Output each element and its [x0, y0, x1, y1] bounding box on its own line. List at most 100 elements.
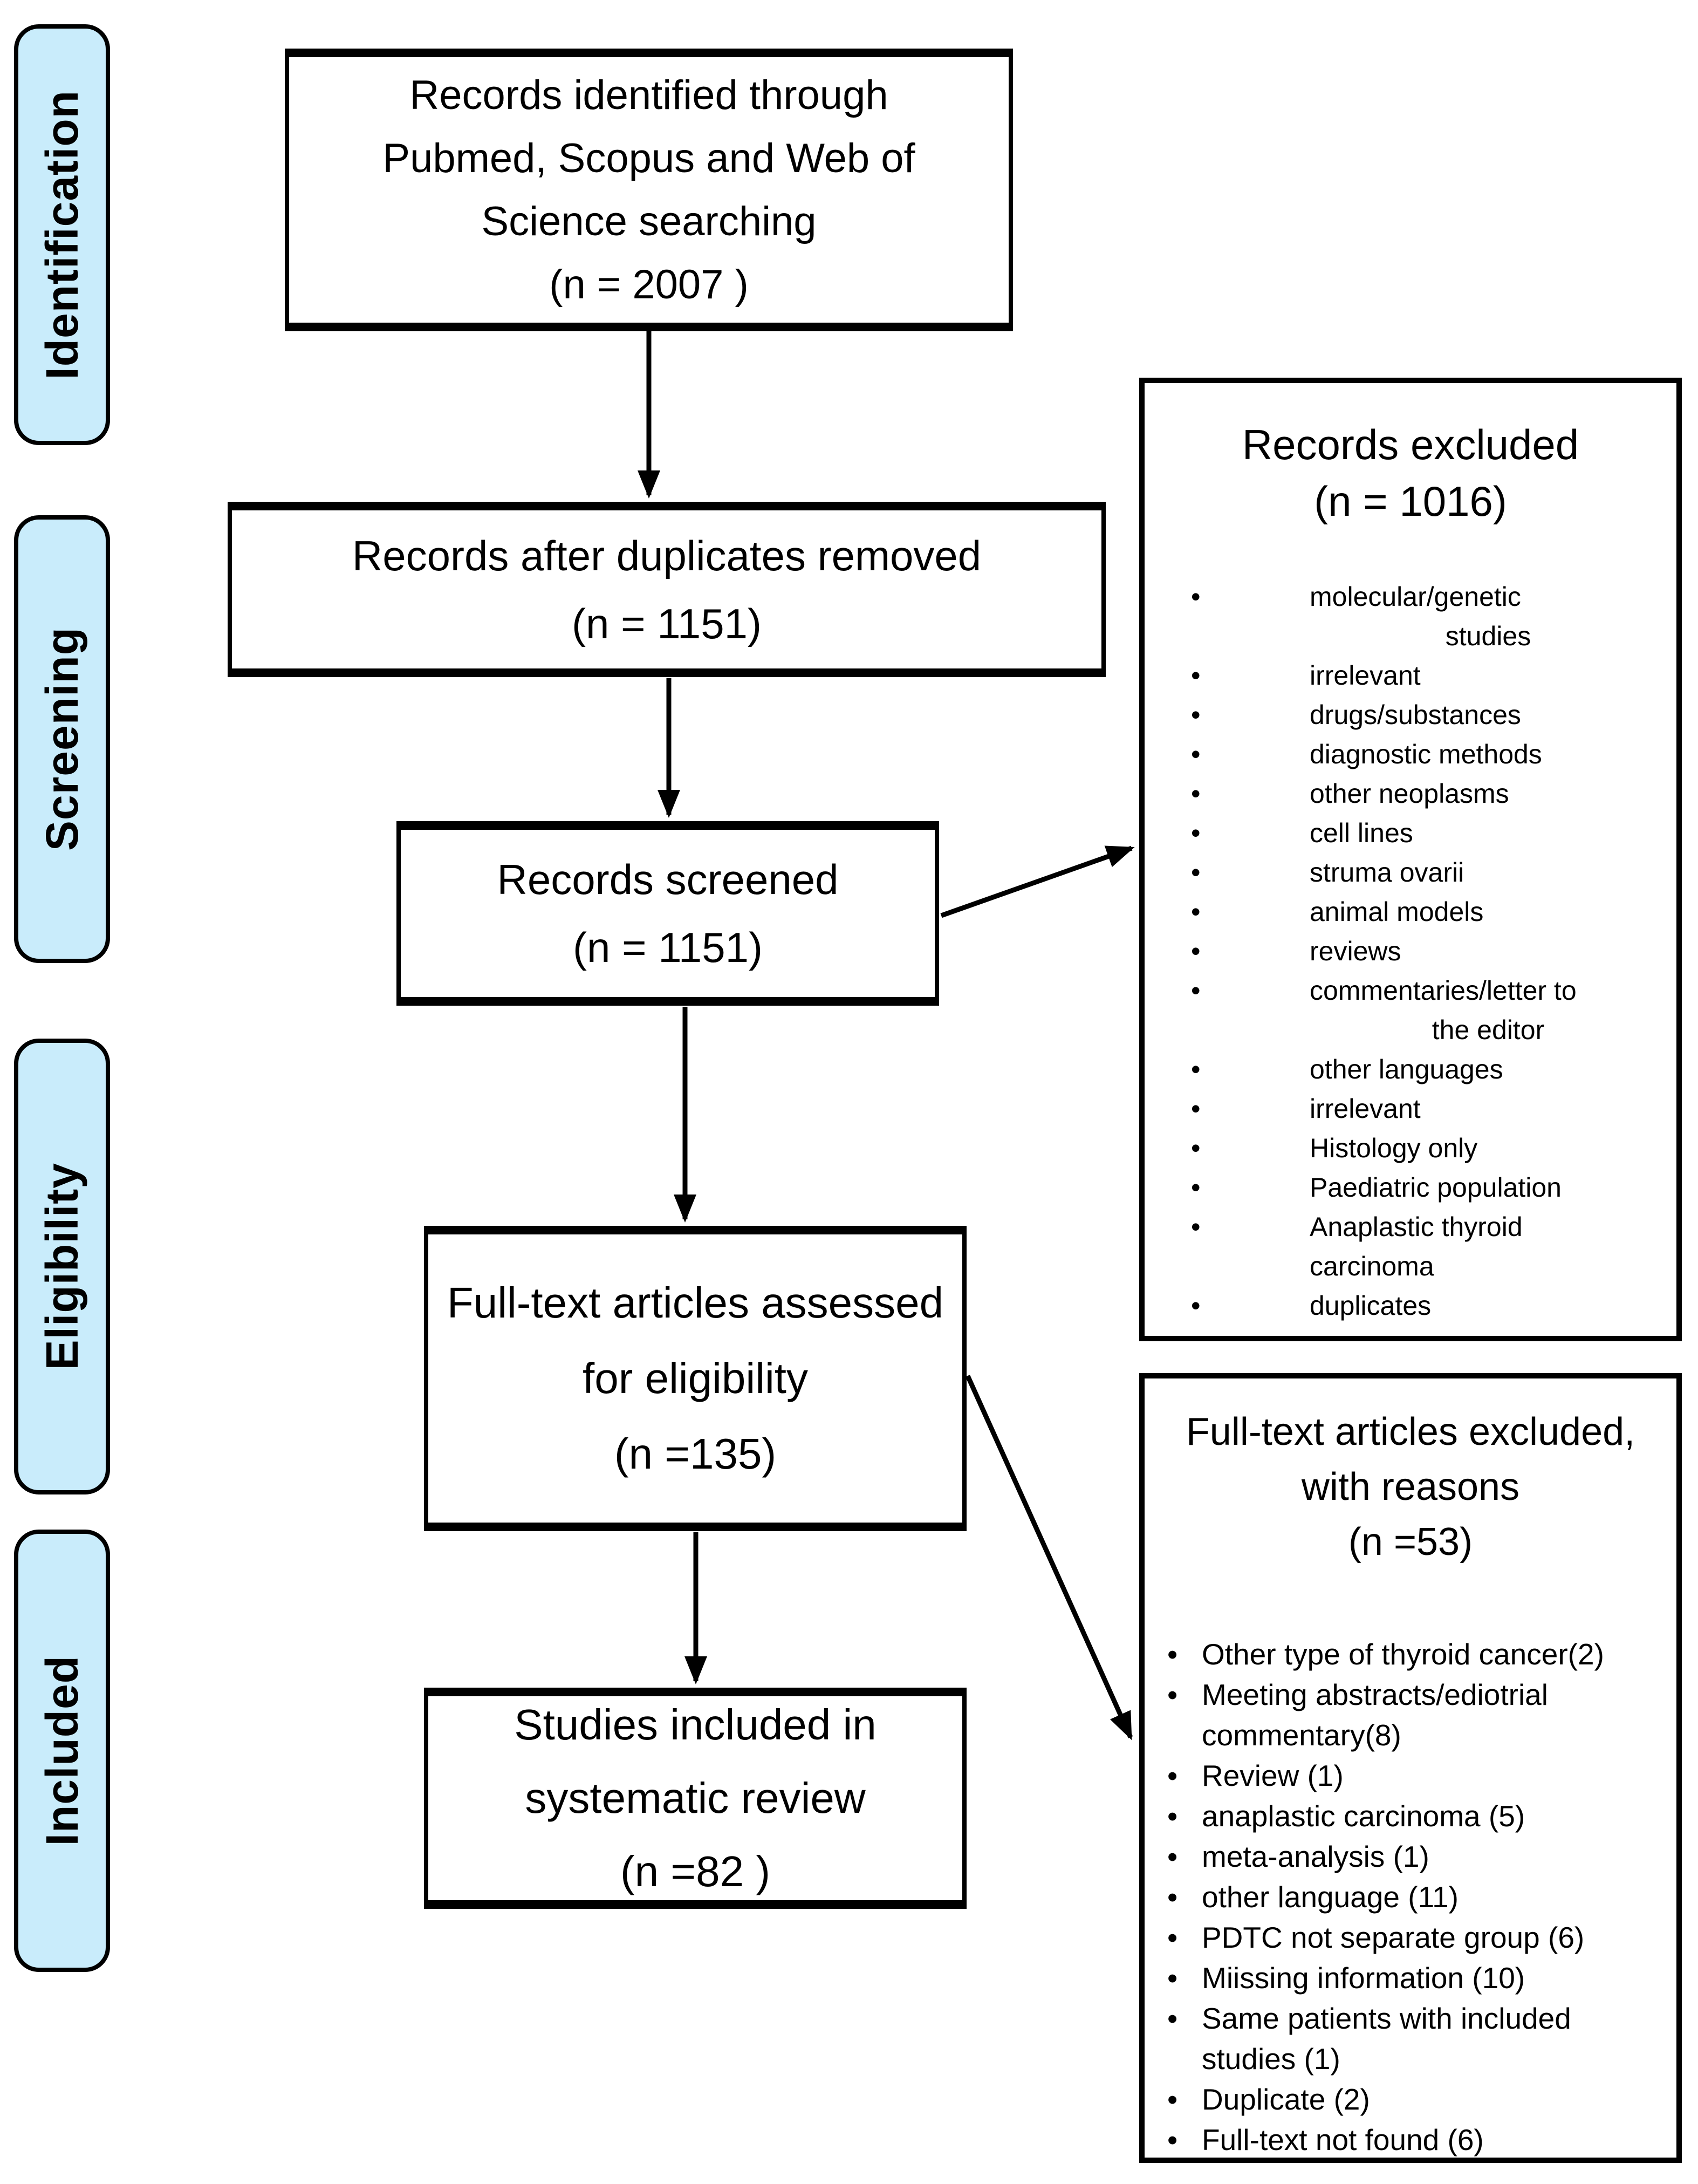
bullet-icon	[1191, 1089, 1310, 1129]
box-records-after-duplicates: Records after duplicates removed (n = 11…	[228, 502, 1106, 677]
bullet-icon	[1167, 1998, 1202, 2039]
title-line: with reasons	[1301, 1465, 1520, 1509]
box-count-line: (n =82 )	[620, 1847, 770, 1895]
bullet-icon	[1167, 1877, 1202, 1917]
list-item: animal models	[1191, 892, 1676, 932]
list-item: PDTC not separate group (6)	[1167, 1917, 1676, 1958]
bullet-icon	[1191, 695, 1310, 735]
arrow-fulltext-to-fulltext-excluded	[965, 1375, 1133, 1741]
list-item-text: Other type of thyroid cancer(2)	[1202, 1637, 1604, 1671]
bullet-icon	[1167, 2120, 1202, 2160]
list-item: irrelevant	[1191, 656, 1676, 695]
bullet-icon	[1167, 2079, 1202, 2120]
list-item: diagnostic methods	[1191, 735, 1676, 774]
box-text-line: Pubmed, Scopus and Web of	[382, 135, 915, 181]
count-line: (n = 1016)	[1314, 477, 1507, 525]
bullet-icon	[1167, 1917, 1202, 1958]
list-item-text: other languages	[1310, 1054, 1503, 1084]
list-item-text: Meeting abstracts/ediotrial	[1202, 1678, 1548, 1711]
list-item-text: reviews	[1310, 936, 1401, 966]
bullet-icon	[1167, 1796, 1202, 1837]
stage-identification: Identification	[14, 24, 110, 445]
list-item: drugs/substances	[1191, 695, 1676, 735]
title-line: Full-text articles excluded,	[1186, 1410, 1635, 1453]
list-item-text: commentary(8)	[1202, 1718, 1401, 1752]
list-item-text: struma ovarii	[1310, 857, 1464, 888]
list-item-text: the editor	[1432, 1015, 1545, 1045]
count-line: (n =53)	[1348, 1520, 1473, 1564]
stage-label: Identification	[36, 90, 87, 380]
list-item-text: Review (1)	[1202, 1759, 1344, 1792]
list-item-text: Duplicate (2)	[1202, 2083, 1370, 2116]
bullet-icon	[1191, 932, 1310, 971]
box-text-line: Records after duplicates removed	[352, 531, 982, 579]
stage-eligibility: Eligibility	[14, 1039, 110, 1494]
box-text-line: for eligibility	[583, 1354, 808, 1402]
list-item-text: anaplastic carcinoma (5)	[1202, 1799, 1525, 1833]
list-item: irrelevant	[1191, 1089, 1676, 1129]
bullet-icon	[1167, 1837, 1202, 1877]
list-item-text: commentaries/letter to	[1310, 975, 1577, 1006]
list-item: Review (1)	[1167, 1756, 1676, 1796]
bullet-icon	[1191, 1286, 1310, 1326]
list-item-text: irrelevant	[1310, 1094, 1421, 1124]
list-item-text: meta-analysis (1)	[1202, 1840, 1429, 1873]
list-item-text: Histology only	[1310, 1133, 1478, 1163]
box-fulltext-assessed: Full-text articles assessed for eligibil…	[424, 1226, 967, 1531]
box-count-line: (n =135)	[614, 1430, 777, 1478]
list-item-text: PDTC not separate group (6)	[1202, 1921, 1585, 1954]
list-item-text: other neoplasms	[1310, 779, 1509, 809]
box-count-line: (n = 1151)	[572, 599, 762, 647]
stage-label: Included	[36, 1655, 87, 1846]
bullet-icon	[1191, 735, 1310, 774]
bullet-icon	[1191, 814, 1310, 853]
bullet-icon	[1191, 577, 1310, 617]
list-item: Histology only	[1191, 1129, 1676, 1168]
list-item-text: molecular/genetic	[1310, 582, 1521, 612]
list-item: Same patients with included studies (1)	[1167, 1998, 1676, 2079]
list-item: anaplastic carcinoma (5)	[1167, 1796, 1676, 1837]
list-item: Full-text not found (6)	[1167, 2120, 1676, 2160]
bullet-icon	[1167, 1756, 1202, 1796]
list-item-text: animal models	[1310, 897, 1484, 927]
list-item-text: other language (11)	[1202, 1880, 1459, 1914]
box-count-line: (n = 1151)	[573, 924, 763, 971]
list-item: other languages	[1191, 1050, 1676, 1089]
list-item-text: studies	[1445, 621, 1531, 651]
bullet-icon	[1191, 892, 1310, 932]
list-item-text: cell lines	[1310, 818, 1413, 848]
list-item: other language (11)	[1167, 1877, 1676, 1917]
records-excluded-title: Records excluded (n = 1016)	[1145, 417, 1676, 530]
box-records-screened: Records screened (n = 1151)	[396, 821, 939, 1006]
bullet-icon	[1191, 1129, 1310, 1168]
list-item: duplicates	[1191, 1286, 1676, 1326]
bullet-icon	[1191, 971, 1310, 1011]
list-item: commentaries/letter to the editor	[1191, 971, 1676, 1050]
bullet-icon	[1167, 1958, 1202, 1998]
list-item: Paediatric population	[1191, 1168, 1676, 1207]
list-item: struma ovarii	[1191, 853, 1676, 892]
list-item: molecular/genetic studies	[1191, 577, 1676, 656]
list-item: reviews	[1191, 932, 1676, 971]
stage-label: Screening	[36, 627, 87, 851]
list-item: Duplicate (2)	[1167, 2079, 1676, 2120]
list-item-text: Paediatric population	[1310, 1172, 1562, 1203]
stage-label: Eligibility	[36, 1163, 87, 1370]
bullet-icon	[1167, 1634, 1202, 1675]
records-excluded-list: molecular/genetic studies irrelevant dru…	[1145, 577, 1676, 1326]
bullet-icon	[1191, 853, 1310, 892]
box-text-line: Records screened	[497, 856, 839, 903]
box-text-line: Studies included in	[514, 1701, 877, 1749]
list-item-text: irrelevant	[1310, 660, 1421, 691]
arrow-screened-to-records-excluded	[940, 845, 1135, 918]
box-text-line: Records identified through	[409, 72, 888, 118]
list-item: Anaplastic thyroid carcinoma	[1191, 1207, 1676, 1286]
bullet-icon	[1191, 774, 1310, 814]
list-item-text: diagnostic methods	[1310, 739, 1542, 769]
bullet-icon	[1191, 656, 1310, 695]
box-text-line: Full-text articles assessed	[447, 1279, 944, 1327]
bullet-icon	[1191, 1168, 1310, 1207]
bullet-icon	[1191, 1050, 1310, 1089]
list-item: cell lines	[1191, 814, 1676, 853]
